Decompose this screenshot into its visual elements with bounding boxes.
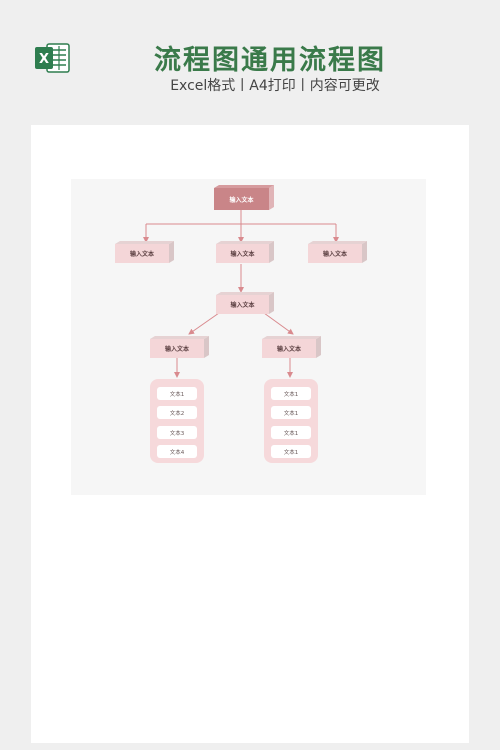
connector-level3-left: [188, 312, 220, 335]
node-level1-left: 输入文本: [115, 244, 169, 263]
page-header: X 流程图通用流程图 Excel格式丨A4打印丨内容可更改: [0, 0, 500, 110]
connector-level3-right: [263, 312, 294, 335]
group-item: 文本2: [157, 406, 197, 419]
node-l1b-top: [216, 241, 274, 244]
excel-logo-letter: X: [39, 52, 49, 67]
group-item: 文本4: [157, 445, 197, 458]
flowchart-canvas: 输入文本 输入文本 输入文本 输入文本 输入文本 输入文本 输入文本 文本1 文…: [71, 179, 426, 495]
node-l1c-depth: [362, 241, 367, 263]
node-label: 输入文本: [230, 251, 255, 258]
node-level1-center: 输入文本: [216, 244, 269, 263]
node-middle-depth: [269, 292, 274, 314]
node-l1b-depth: [269, 241, 274, 263]
node-level3-right: 输入文本: [262, 339, 316, 358]
text-group-right: 文本1 文本1 文本1 文本1: [264, 379, 318, 463]
node-middle-top: [216, 292, 274, 295]
node-l1a-depth: [169, 241, 174, 263]
node-middle: 输入文本: [216, 295, 269, 314]
node-label: 输入文本: [276, 346, 301, 353]
node-l3a-top: [150, 336, 209, 339]
node-label: 输入文本: [322, 251, 347, 258]
node-l1a-top: [115, 241, 174, 244]
group-item: 文本1: [271, 445, 311, 458]
group-item: 文本1: [271, 406, 311, 419]
node-root-depth: [269, 185, 274, 210]
node-label: 输入文本: [164, 346, 189, 353]
group-item: 文本3: [157, 426, 197, 439]
text-group-left: 文本1 文本2 文本3 文本4: [150, 379, 204, 463]
node-root: 输入文本: [214, 188, 269, 210]
node-root-top: [214, 185, 274, 188]
node-l3b-depth: [316, 336, 321, 358]
node-label: 输入文本: [129, 251, 154, 258]
node-l3b-top: [262, 336, 321, 339]
node-level1-right: 输入文本: [308, 244, 362, 263]
flowchart-connectors: [115, 185, 367, 378]
node-l1c-top: [308, 241, 367, 244]
group-item: 文本1: [157, 387, 197, 400]
group-item: 文本1: [271, 387, 311, 400]
node-root-label: 输入文本: [229, 196, 254, 204]
page-title: 流程图通用流程图: [154, 45, 386, 76]
node-label: 输入文本: [230, 302, 255, 309]
node-level3-left: 输入文本: [150, 339, 204, 358]
node-l3a-depth: [204, 336, 209, 358]
excel-icon: X: [35, 43, 70, 73]
page-subtitle: Excel格式丨A4打印丨内容可更改: [170, 78, 380, 94]
group-item: 文本1: [271, 426, 311, 439]
